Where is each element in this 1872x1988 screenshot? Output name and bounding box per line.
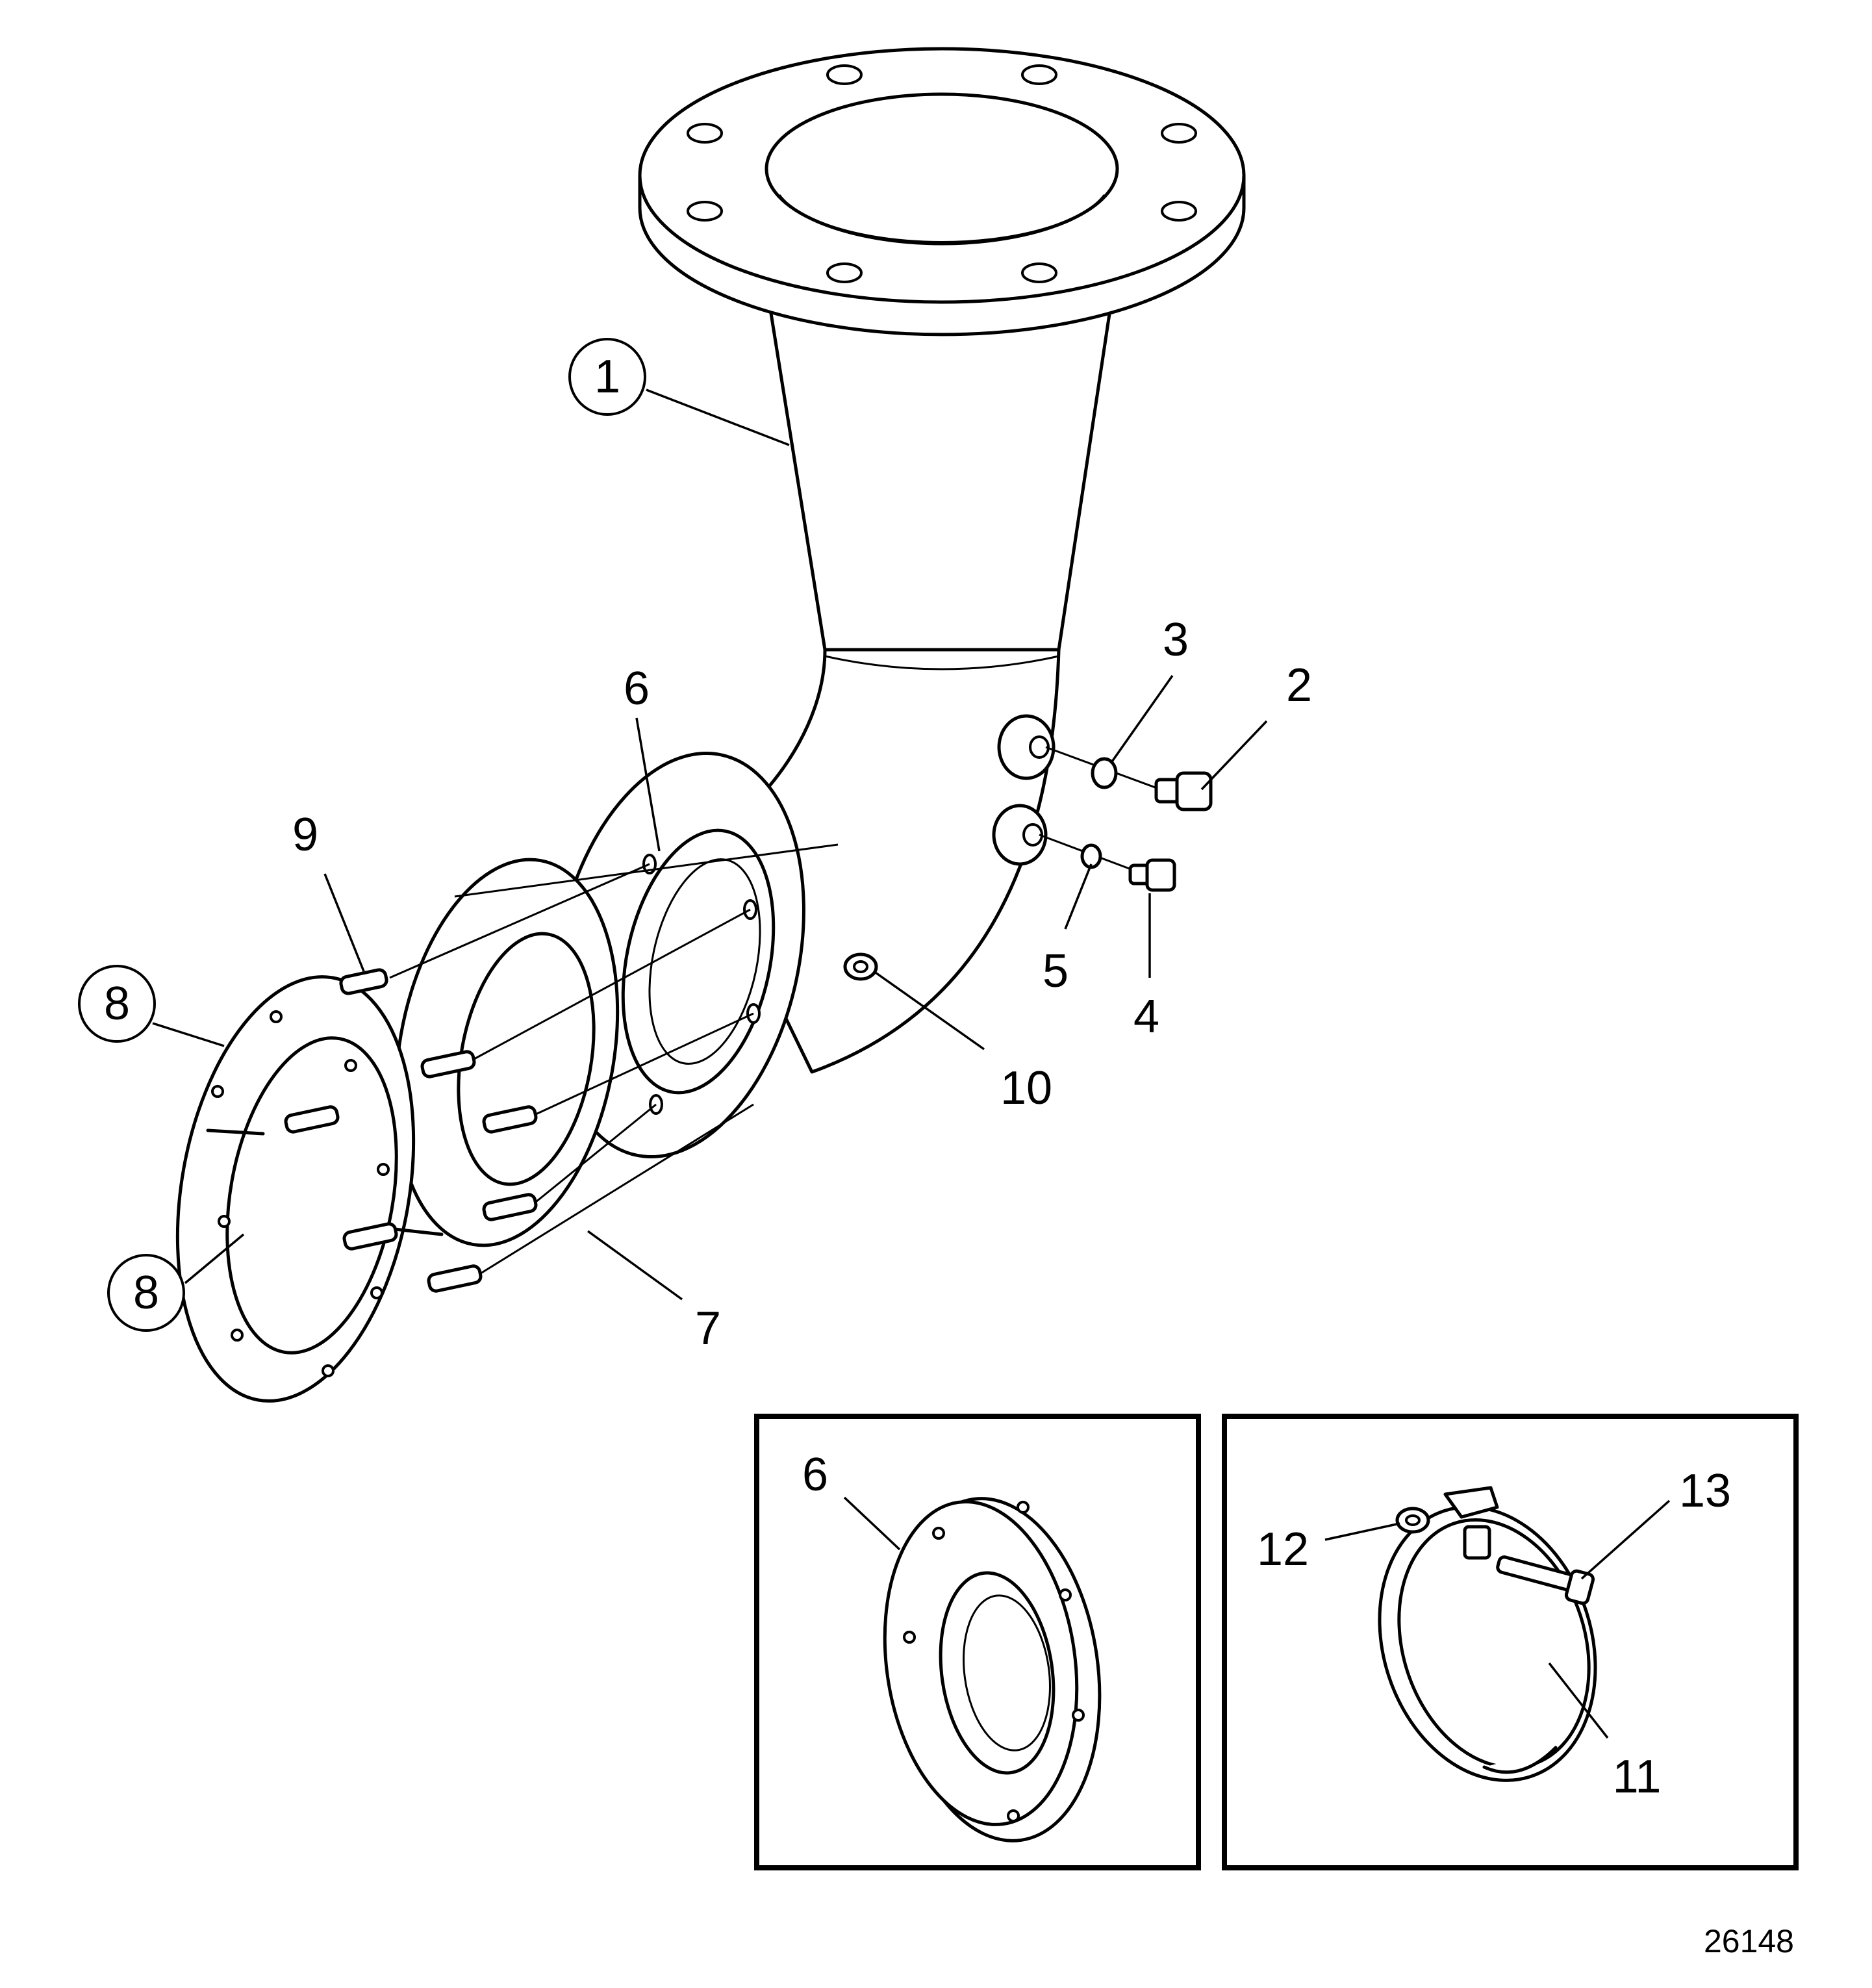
bolt-13 [1496,1555,1595,1605]
figure-number: 26148 [1704,1923,1794,1959]
washer-3 [1091,757,1118,789]
callout-12: 12 [1257,1523,1309,1575]
callout-3: 3 [1163,614,1189,666]
split-flange-halves-8 [175,975,444,1403]
assembly-lines [389,843,839,1275]
callout-10: 10 [1000,1062,1052,1114]
callout-2: 2 [1286,659,1312,711]
detail-box-flange [754,1414,1201,1870]
nut-10 [843,952,878,981]
outlet-flange-6 [552,751,805,1159]
callout-9: 9 [292,809,318,861]
callout-6: 6 [624,663,650,715]
hose-clamp-11 [1378,1486,1597,1782]
plug-2 [1154,771,1213,811]
callout-8-upper: 8 [104,978,130,1030]
exhaust-elbow [638,47,1246,1074]
callout-7: 7 [695,1303,721,1355]
nut-12 [1395,1507,1430,1534]
callout-4: 4 [1133,991,1159,1043]
plug-assembly [992,714,1213,892]
washer-5 [1080,843,1102,869]
detail-box-clamp [1222,1414,1799,1870]
callout-1: 1 [594,351,620,403]
studs-9 [284,968,538,1293]
plug-4 [1128,858,1176,892]
callout-8-lower: 8 [133,1267,159,1319]
callout-labels: 1 8 8 2 3 4 5 6 7 9 10 6 11 12 13 [78,338,1731,1803]
callout-5: 5 [1043,945,1069,997]
leader-lines [152,389,1671,1739]
callout-6-detail: 6 [802,1449,828,1501]
callout-11: 11 [1613,1751,1662,1803]
callout-13: 13 [1679,1465,1731,1517]
